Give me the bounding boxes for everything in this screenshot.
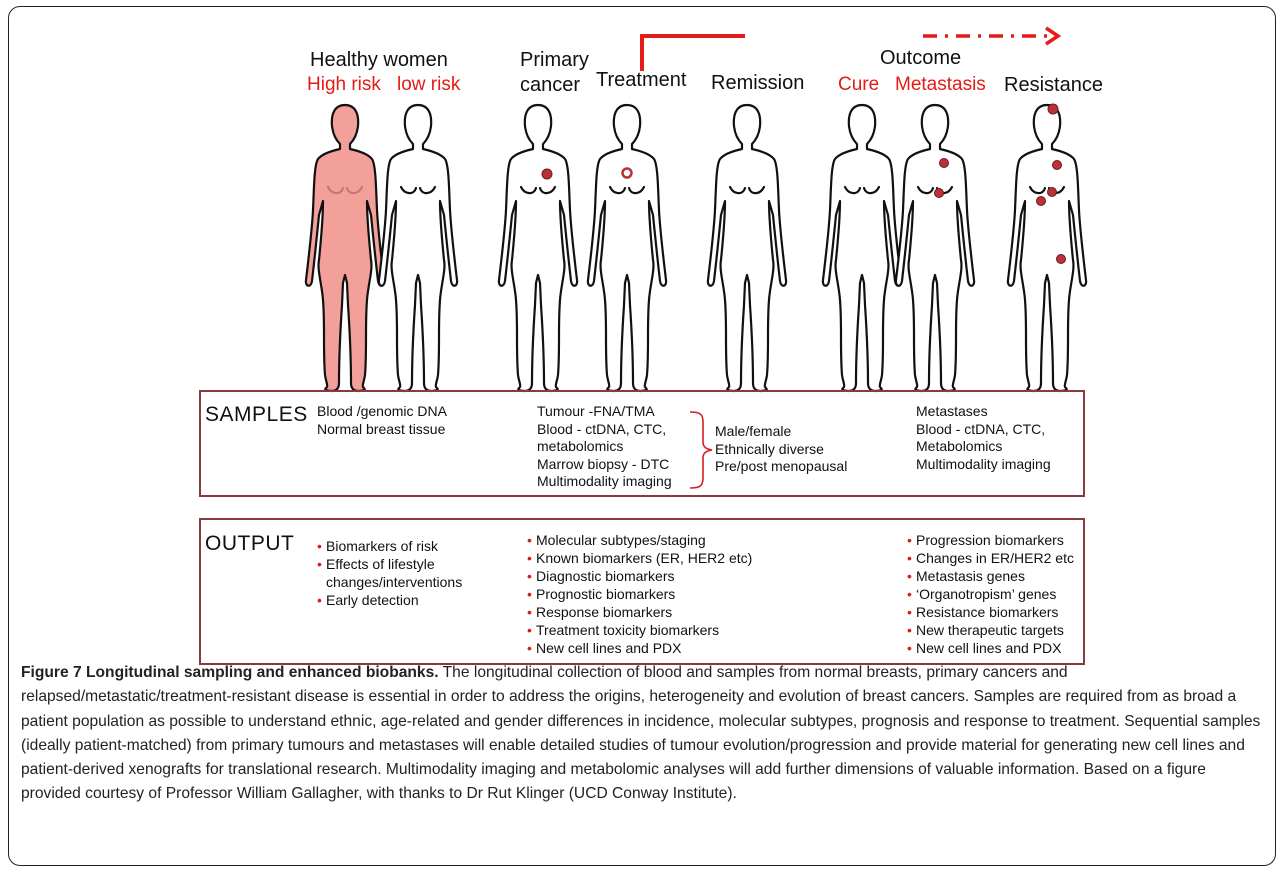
treatment-arrow: [640, 34, 745, 71]
samples-bracket: [689, 411, 713, 489]
output-col-healthy: Biomarkers of risk Effects of lifestyle …: [317, 537, 462, 609]
samples-healthy-item: Normal breast tissue: [317, 420, 446, 437]
output-col-cancer: Molecular subtypes/staging Known biomark…: [527, 531, 752, 657]
tumour-res-1-icon: [1047, 187, 1057, 197]
output-cancer-item: Treatment toxicity biomarkers: [527, 621, 752, 639]
figure-frame: [8, 6, 1276, 866]
output-label: OUTPUT: [205, 532, 295, 555]
output-metastasis-item: Progression biomarkers: [907, 531, 1074, 549]
header-metastasis: Metastasis: [895, 74, 986, 95]
header-cure: Cure: [838, 74, 880, 95]
output-cancer-item: Prognostic biomarkers: [527, 585, 752, 603]
output-metastasis-item: New cell lines and PDX: [907, 639, 1074, 657]
samples-col-healthy: Blood /genomic DNA Normal breast tissue: [317, 403, 447, 438]
samples-col-cancer: Tumour -FNA/TMA Blood - ctDNA, CTC, meta…: [537, 403, 672, 491]
samples-cancer-item: Tumour -FNA/TMA: [537, 403, 655, 419]
output-healthy-item: Early detection: [317, 591, 462, 609]
output-metastasis-item: Metastasis genes: [907, 567, 1074, 585]
figure-cure: [821, 103, 903, 393]
output-cancer-item: Response biomarkers: [527, 603, 752, 621]
output-box: [199, 518, 1085, 665]
header-high-risk: High risk: [307, 74, 381, 95]
tumour-met-1-icon: [934, 188, 944, 198]
caption-body: The longitudinal collection of blood and…: [21, 664, 1261, 803]
header-resistance: Resistance: [1004, 74, 1103, 96]
header-low-risk: low risk: [397, 74, 461, 95]
output-metastasis-item: Changes in ER/HER2 etc: [907, 549, 1074, 567]
tumour-met-breast-icon: [939, 158, 949, 168]
figure-caption: Figure 7 Longitudinal sampling and enhan…: [21, 661, 1261, 807]
samples-cancer-item: Multimodality imaging: [537, 473, 672, 489]
samples-metastasis-item: Metabolomics: [916, 438, 1003, 454]
output-cancer-item: Known biomarkers (ER, HER2 etc): [527, 549, 752, 567]
figure-primary-cancer: [497, 103, 579, 393]
dashed-arrow-head-icon: [1045, 26, 1062, 46]
figure-remission: [706, 103, 788, 393]
samples-metastasis-item: Multimodality imaging: [916, 455, 1051, 472]
samples-label: SAMPLES: [205, 403, 308, 426]
output-metastasis-item: New therapeutic targets: [907, 621, 1074, 639]
samples-cancer-item: Marrow biopsy - DTC: [537, 455, 670, 472]
samples-col-population: Male/female Ethnically diverse Pre/post …: [715, 423, 847, 476]
samples-metastasis-item: Metastases: [916, 403, 988, 419]
header-treatment: Treatment: [596, 69, 687, 91]
output-healthy-item: Biomarkers of risk: [317, 537, 462, 555]
samples-population-item: Pre/post menopausal: [715, 458, 848, 474]
samples-cancer-item: Blood - ctDNA, CTC,: [537, 420, 667, 437]
samples-healthy-item: Blood /genomic DNA: [317, 403, 447, 419]
figure-high-risk: [304, 103, 386, 393]
tumour-res-head-icon: [1047, 103, 1059, 115]
output-cancer-item: Molecular subtypes/staging: [527, 531, 752, 549]
output-metastasis-item: ‘Organotropism’ genes: [907, 585, 1074, 603]
tumour-primary-icon: [541, 168, 553, 180]
figure-treatment: [586, 103, 668, 393]
header-primary: Primary: [520, 49, 589, 71]
output-col-metastasis: Progression biomarkers Changes in ER/HER…: [907, 531, 1074, 657]
output-healthy-item: Effects of lifestyle changes/interventio…: [317, 555, 462, 591]
samples-box: [199, 390, 1085, 497]
output-cancer-item: Diagnostic biomarkers: [527, 567, 752, 585]
tumour-res-breast-icon: [1052, 160, 1062, 170]
header-remission: Remission: [711, 72, 805, 94]
samples-col-metastasis: Metastases Blood - ctDNA, CTC, Metabolom…: [916, 403, 1051, 473]
figure-low-risk: [377, 103, 459, 393]
output-metastasis-item: Resistance biomarkers: [907, 603, 1074, 621]
header-outcome: Outcome: [880, 47, 962, 69]
header-cancer: cancer: [520, 74, 581, 96]
tumour-treated-icon: [621, 167, 633, 179]
figure-metastasis: [894, 103, 976, 393]
tumour-res-leg-icon: [1056, 254, 1066, 264]
samples-population-item: Ethnically diverse: [715, 440, 824, 457]
samples-population-item: Male/female: [715, 423, 792, 439]
header-healthy-women: Healthy women: [310, 49, 448, 71]
samples-metastasis-item: Blood - ctDNA, CTC,: [916, 420, 1046, 437]
samples-cancer-item: metabolomics: [537, 438, 624, 454]
output-cancer-item: New cell lines and PDX: [527, 639, 752, 657]
figure-resistance: [1006, 103, 1088, 393]
tumour-res-2-icon: [1036, 196, 1046, 206]
caption-title: Figure 7 Longitudinal sampling and enhan…: [21, 664, 439, 681]
